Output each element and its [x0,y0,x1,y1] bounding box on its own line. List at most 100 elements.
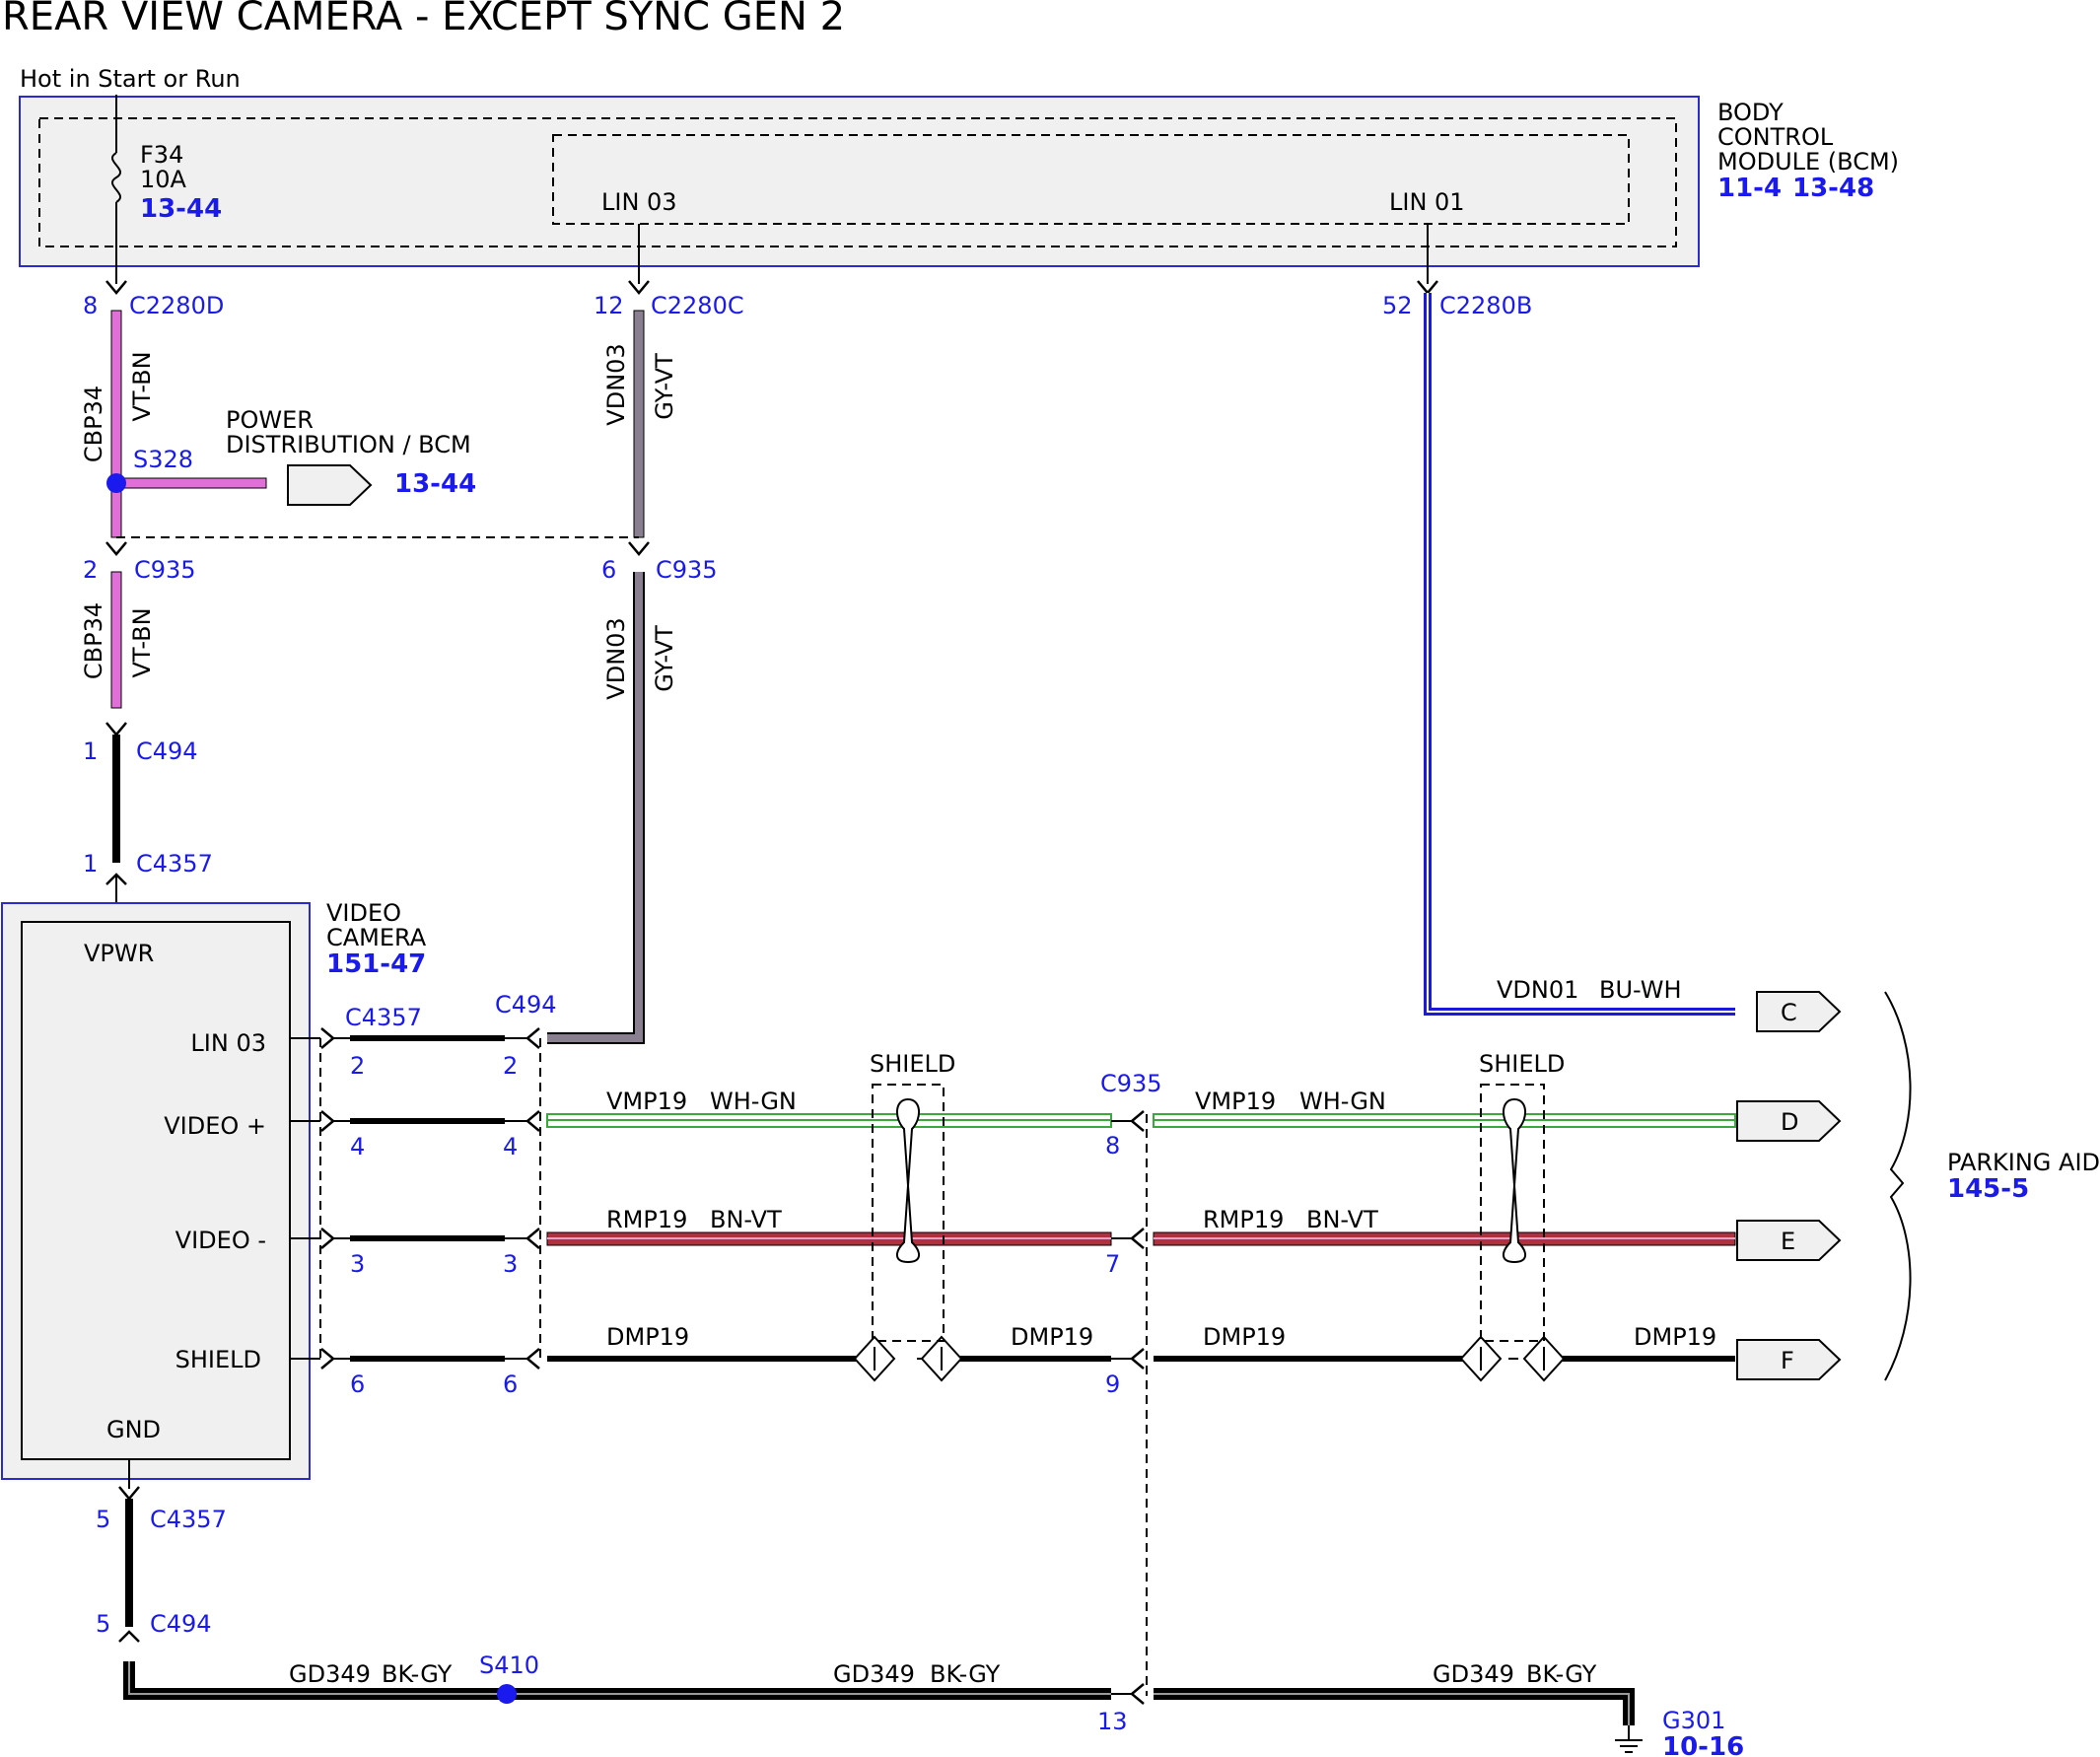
power-dist-ref[interactable]: 13-44 [394,469,476,499]
video-camera-inner [21,921,291,1460]
dmp19-label-2: DMP19 [1011,1323,1093,1351]
c935-pin-7: 7 [1105,1250,1120,1278]
camera-pin-video-minus: VIDEO - [175,1227,266,1254]
gd349-circuit-1: GD349 [289,1660,371,1688]
vdn03-circuit-lower: VDN03 [602,617,630,699]
gd349-color-1: BK-GY [382,1660,453,1688]
bcm-lin-boundary [552,134,1630,225]
c494-pin-video-plus: 4 [503,1133,518,1160]
bcm-name-line-1: BODY [1717,99,1784,126]
gd349-circuit-3: GD349 [1433,1660,1514,1688]
c935-name-b: C935 [656,556,718,584]
c935-pin-9: 9 [1105,1370,1120,1398]
c494-camera-label: C494 [495,991,557,1019]
parking-aid-ref[interactable]: 145-5 [1947,1174,2029,1204]
c4357-camera-label: C4357 [345,1004,422,1031]
c494-pin-1: 1 [83,738,98,765]
rmp19-circuit-left: RMP19 [606,1206,687,1233]
c4357-pin-5: 5 [96,1506,110,1533]
shield-box-left [872,1084,945,1342]
dmp19-label-3: DMP19 [1203,1323,1286,1351]
bcm-ref-1[interactable]: 11-4 [1717,174,1782,203]
camera-name-line-2: CAMERA [326,924,427,951]
wire-vdn03-upper[interactable] [633,310,645,538]
c2280c-pin: 12 [594,292,624,319]
rmp19-color-left: BN-VT [710,1206,782,1233]
c935-connector-icon-pin2 [105,541,127,556]
c4357-pin-video-minus: 3 [350,1250,365,1278]
camera-harness-wires[interactable] [350,1035,505,1362]
c935-pin-13: 13 [1097,1708,1128,1735]
fuse-ref[interactable]: 13-44 [140,194,222,224]
vdn03-color-upper: GY-VT [651,353,678,420]
rmp19-circuit-right: RMP19 [1203,1206,1284,1233]
c2280c-connector-icon [628,280,650,295]
cbp34-circuit-upper: CBP34 [80,386,107,462]
gd349-color-3: BK-GY [1526,1660,1597,1688]
wire-gd349-left-stripe [128,1661,1111,1695]
power-dist-line-1: POWER [226,406,314,434]
c935-pin-2: 2 [83,556,98,584]
c494-pin-shield: 6 [503,1370,518,1398]
c935-mid-label: C935 [1100,1070,1162,1097]
c4357-pin-1: 1 [83,850,98,878]
camera-pin-lin03: LIN 03 [190,1029,266,1057]
wire-cbp34-upper[interactable] [110,310,122,538]
splice-s410 [497,1684,517,1704]
c2280d-connector-icon [105,280,127,295]
c494-name-a: C494 [136,738,198,765]
wire-rmp19[interactable] [546,1231,1736,1246]
cbp34-circuit-lower: CBP34 [80,602,107,679]
bcm-ref-2[interactable]: 13-48 [1792,174,1874,203]
c494-pin-video-minus: 3 [503,1250,518,1278]
fuse-f34-icon [111,152,121,203]
parking-aid-terminal-f: F [1781,1347,1794,1374]
camera-ref[interactable]: 151-47 [326,949,426,979]
camera-connector-icons [320,1027,540,1370]
s328-label: S328 [133,446,193,473]
rmp19-color-right: BN-VT [1306,1206,1378,1233]
wire-cbp34-lower[interactable] [110,571,122,709]
vdn03-circuit-upper: VDN03 [602,343,630,425]
c2280d-name: C2280D [129,292,224,319]
c2280c-name: C2280C [651,292,744,319]
c494-connector-icon-pin1 [105,722,127,737]
c4357-gnd-name: C4357 [150,1506,227,1533]
c4357-name-a: C4357 [136,850,213,878]
c935-mid-connector-icons [1111,1110,1145,1705]
cbp34-color-lower: VT-BN [128,607,156,677]
wire-gd349-right[interactable] [1154,1688,1635,1725]
parking-aid-terminals[interactable] [1736,991,1842,1380]
c935-name-a: C935 [134,556,196,584]
wire-vdn03-lower-color [547,572,643,1042]
vmp19-circuit-right: VMP19 [1195,1088,1276,1115]
shield-drain-diamond-icons [853,1335,1566,1382]
shield-label-right: SHIELD [1479,1050,1565,1078]
bcm-name-line-3: MODULE (BCM) [1717,148,1899,176]
camera-wire-stubs [290,1037,320,1360]
c935-pin-6: 6 [601,556,616,584]
gd349-color-2: BK-GY [930,1660,1001,1688]
dmp19-label-1: DMP19 [606,1323,689,1351]
c494-gnd-connector-icon [118,1630,140,1643]
wire-vpwr-black[interactable] [112,735,120,863]
parking-aid-terminal-d: D [1781,1108,1798,1136]
parking-aid-brace-icon [1884,991,1912,1381]
vmp19-color-left: WH-GN [710,1088,797,1115]
diagram-title: REAR VIEW CAMERA - EXCEPT SYNC GEN 2 [2,0,845,39]
shield-label-left: SHIELD [870,1050,955,1078]
vdn01-circuit: VDN01 [1497,976,1578,1004]
ground-ref[interactable]: 10-16 [1662,1732,1744,1757]
wire-s328-branch[interactable] [117,477,267,489]
bcm-module-box [19,96,1700,267]
bcm-inner-boundary [38,117,1677,247]
power-distribution-connector-icon[interactable] [287,464,373,506]
supply-label: Hot in Start or Run [20,65,241,93]
wire-gnd-black[interactable] [125,1499,133,1627]
camera-pin-gnd: GND [106,1416,161,1443]
c2280d-pin: 8 [83,292,98,319]
wire-vmp19[interactable] [546,1113,1736,1128]
wire-vdn01[interactable] [1424,293,1735,1016]
wire-vdn01-stripe [1427,293,1735,1013]
